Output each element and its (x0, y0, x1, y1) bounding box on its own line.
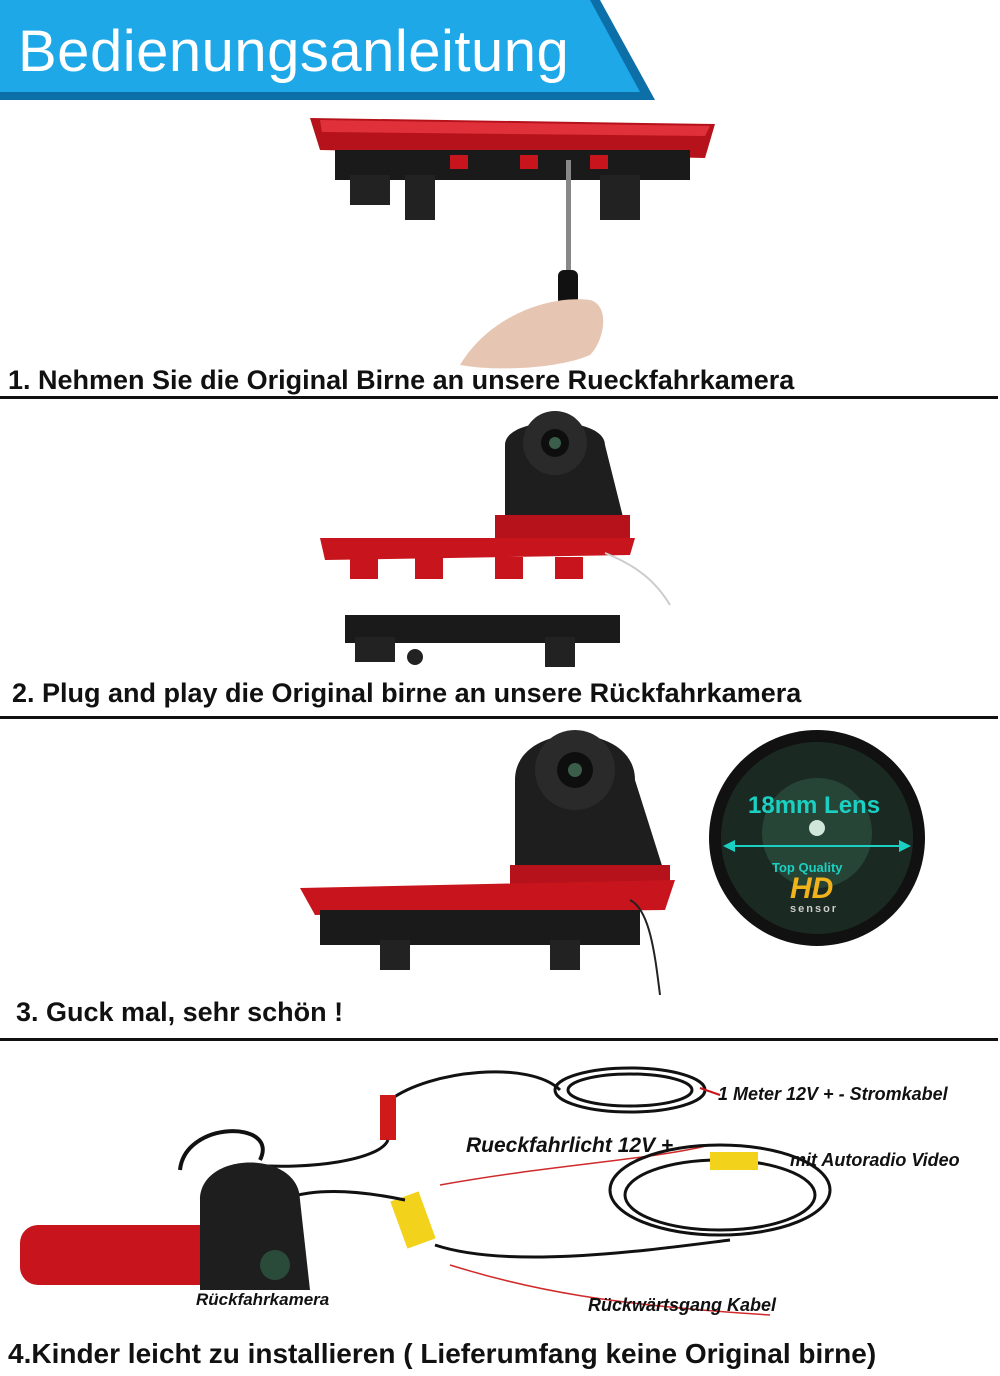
step2-image (315, 405, 675, 675)
header-banner (0, 0, 655, 100)
sensor-label: sensor (790, 903, 839, 915)
step2-caption: 2. Plug and play die Original birne an u… (12, 678, 802, 708)
divider (0, 1038, 998, 1041)
page-title: Bedienungsanleitung (18, 19, 570, 84)
step1-image (300, 110, 730, 370)
divider (0, 396, 998, 399)
lens-badge (705, 728, 930, 948)
camera-label: Rückfahrkamera (196, 1290, 330, 1309)
step1-caption: 1. Nehmen Sie die Original Birne an unse… (8, 365, 795, 395)
quality-label: Top Quality (772, 860, 843, 875)
step3-caption: 3. Guck mal, sehr schön ! (16, 997, 344, 1027)
divider (0, 716, 998, 719)
step4-caption: 4.Kinder leicht zu installieren ( Liefer… (8, 1338, 877, 1369)
power-cable-label: 1 Meter 12V + - Stromkabel (718, 1084, 948, 1104)
hd-label: HD (790, 872, 834, 905)
step3-image (300, 725, 680, 995)
step4-image (10, 1050, 990, 1330)
lens-size-label: 18mm Lens (748, 792, 881, 819)
banner-shape (0, 0, 655, 100)
reverse-gear-label: Rückwärtsgang Kabel (588, 1295, 777, 1315)
reverse-light-label: Rueckfahrlicht 12V + (466, 1134, 674, 1157)
video-label: mit Autoradio Video (790, 1150, 960, 1170)
